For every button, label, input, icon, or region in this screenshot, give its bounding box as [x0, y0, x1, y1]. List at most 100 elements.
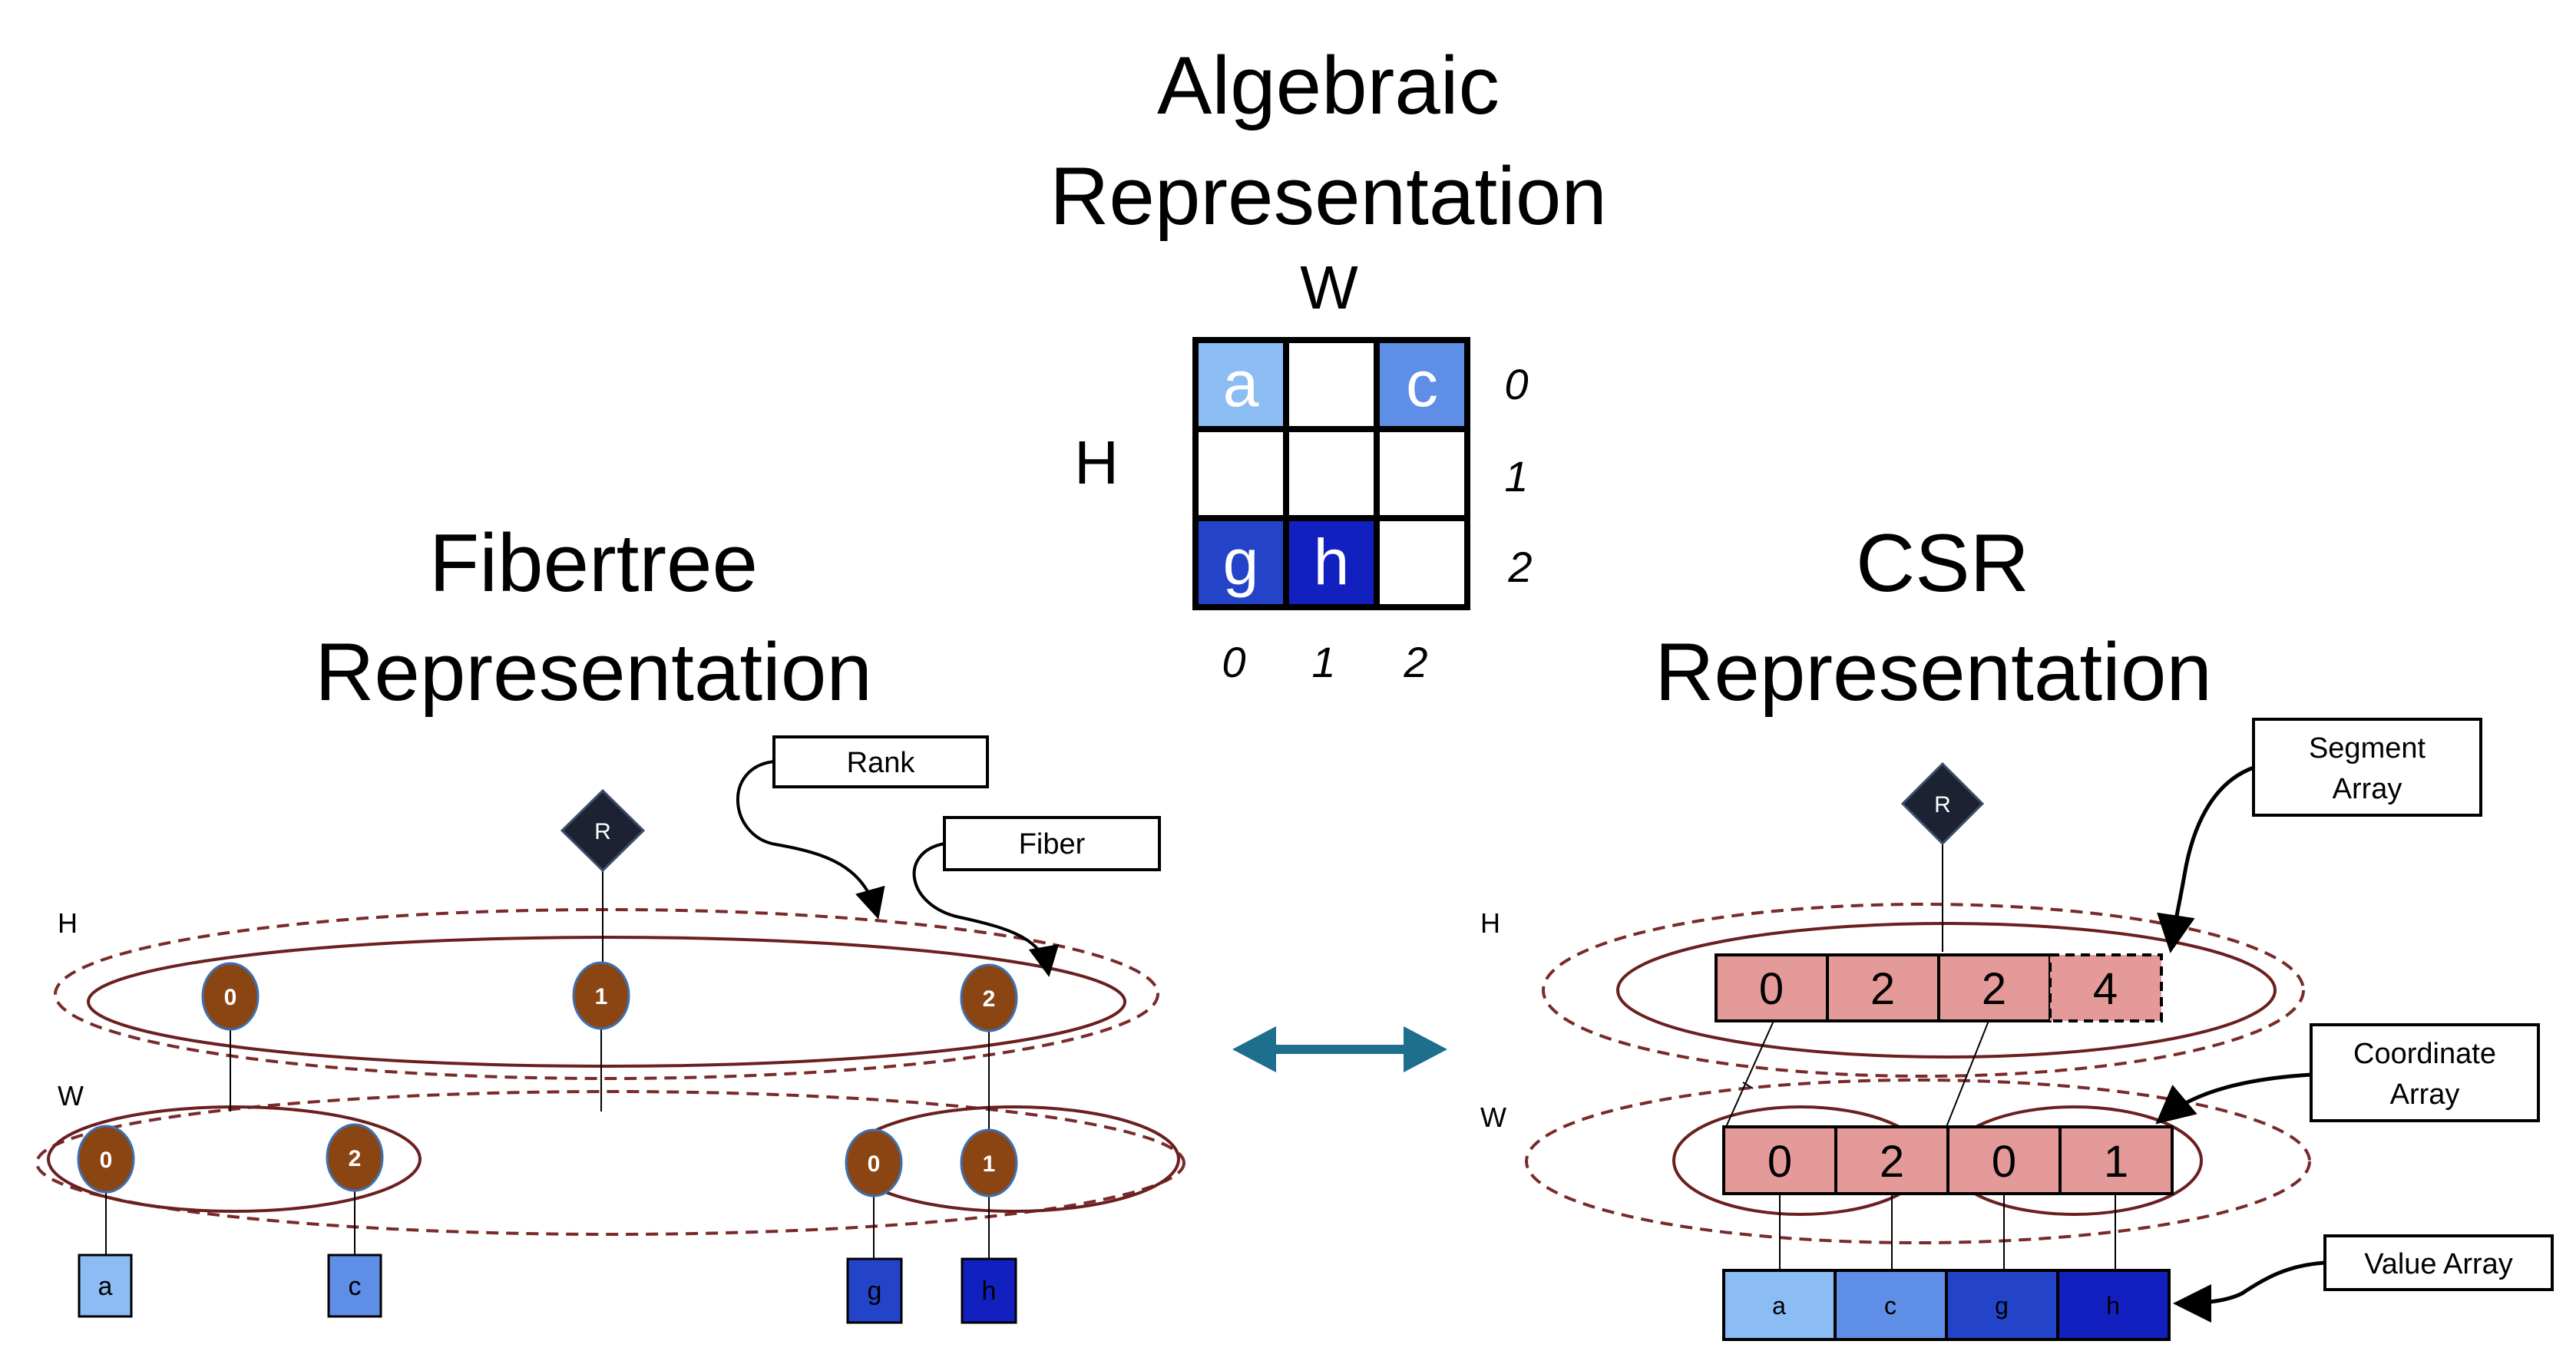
- csr-fiber-h-ring: [1616, 922, 2277, 1059]
- fibertree-w-node: [77, 1125, 135, 1194]
- csr-root-node: [1900, 761, 1985, 846]
- coordinate-callout-arrow: [2155, 1072, 2312, 1125]
- fibertree-leaf-h: [961, 1257, 1017, 1324]
- fibertree-w-coord: 0: [868, 1151, 881, 1177]
- matrix-cell-value: a: [1223, 348, 1259, 420]
- value-array-value: g: [1995, 1292, 2009, 1320]
- rank-callout-arrow: [736, 760, 885, 920]
- segment-array-value: 2: [1870, 964, 1895, 1014]
- csr-callout-segment-line1: Segment: [2309, 732, 2426, 765]
- fibertree-w-coord: 0: [100, 1148, 113, 1173]
- algebraic-title-line2: Representation: [1050, 150, 1607, 242]
- value-array-value: a: [1772, 1292, 1786, 1320]
- fibertree-leaf-label: h: [982, 1277, 997, 1306]
- coordinate-array-value: 0: [1992, 1137, 2016, 1187]
- fibertree-w-node: [845, 1128, 903, 1197]
- csr-callout-segment-line2: Array: [2333, 773, 2402, 805]
- fibertree-title-line1: Fibertree: [429, 517, 758, 609]
- fibertree-leaf-label: c: [349, 1272, 362, 1301]
- fibertree-fiber-w0-ring: [47, 1105, 422, 1213]
- fibertree-w-node: [960, 1128, 1018, 1197]
- fibertree-callout-rank: Rank: [847, 747, 916, 779]
- coordinate-array-cell: [1946, 1125, 2062, 1195]
- matrix-cell: [1283, 426, 1380, 521]
- fibertree-leaf-label: a: [98, 1272, 113, 1301]
- fibertree-fiber-h-ring: [87, 936, 1126, 1068]
- fibertree-w-coord: 2: [349, 1146, 362, 1171]
- coordinate-array-value: 2: [1880, 1137, 1904, 1187]
- csr-rank-h-ring: [1542, 903, 2305, 1078]
- segment-array-cell: [2049, 953, 2163, 1022]
- fibertree-h-node: [572, 961, 630, 1030]
- matrix-col-index: 2: [1403, 638, 1427, 686]
- fibertree-diagram: R H W 0 1 2 0 2 0 1 a c g h Rank Fiber: [35, 735, 1185, 1324]
- csr-callout-coordinate-box: [2310, 1023, 2540, 1122]
- fibertree-root-node: [560, 788, 646, 873]
- csr-title-line1: CSR: [1856, 517, 2029, 609]
- value-array-value: h: [2106, 1292, 2120, 1320]
- fibertree-root-label: R: [594, 819, 611, 844]
- fibertree-leaf-c: [327, 1254, 382, 1318]
- segment-array-value: 2: [1982, 964, 2006, 1014]
- value-callout-arrow: [2173, 1260, 2326, 1323]
- fibertree-callout-fiber: Fiber: [1019, 828, 1086, 860]
- fibertree-h-node: [960, 963, 1018, 1032]
- matrix-cell: [1192, 426, 1289, 521]
- fibertree-callout-fiber-box: [943, 816, 1161, 871]
- fibertree-callout-rank-box: [772, 735, 989, 788]
- csr-rank-w-label: W: [1480, 1102, 1506, 1133]
- coordinate-array-cell: [2058, 1125, 2174, 1195]
- segment-callout-arrow: [2157, 765, 2254, 953]
- csr-root-label: R: [1934, 792, 1951, 818]
- matrix-row-index: 1: [1504, 452, 1528, 500]
- segment-array-cell: [1937, 953, 2052, 1022]
- matrix-cell-value: c: [1406, 348, 1438, 420]
- matrix-cell: [1374, 515, 1470, 610]
- fiber-callout-arrow: [912, 842, 1060, 977]
- matrix-col-index: 1: [1311, 638, 1335, 686]
- fibertree-leaf-label: g: [868, 1277, 882, 1306]
- csr-diagram: R H W 0 2 2 4 0 2 0 1 a c: [1480, 718, 2554, 1341]
- csr-callout-value: Value Array: [2364, 1248, 2513, 1280]
- matrix-row-index: 0: [1504, 360, 1528, 408]
- matrix-col-index: 0: [1222, 638, 1245, 686]
- csr-title-line2: Representation: [1655, 626, 2212, 718]
- matrix-cell-value: g: [1223, 526, 1259, 598]
- value-array-cell-h: [2056, 1269, 2171, 1341]
- fibertree-rank-w-ring: [35, 1090, 1185, 1236]
- equivalence-double-arrow: [1232, 1026, 1447, 1072]
- fibertree-rank-h-label: H: [58, 907, 78, 939]
- segment-link: [1725, 1020, 1774, 1128]
- fibertree-rank-h-ring: [54, 908, 1159, 1080]
- matrix-cell: [1192, 515, 1289, 610]
- fibertree-w-node: [326, 1123, 384, 1192]
- matrix-cell: [1283, 337, 1380, 432]
- csr-rank-h-label: H: [1480, 907, 1500, 939]
- coordinate-array-cell: [1834, 1125, 1949, 1195]
- fibertree-h-coord: 0: [224, 985, 237, 1010]
- segment-link: [1946, 1020, 1989, 1128]
- coordinate-array-value: 1: [2104, 1137, 2128, 1187]
- coordinate-array-value: 0: [1767, 1137, 1792, 1187]
- fibertree-leaf-a: [78, 1254, 133, 1318]
- fibertree-w-coord: 1: [983, 1151, 996, 1177]
- csr-callout-coordinate-line2: Array: [2390, 1078, 2460, 1111]
- fibertree-h-node: [201, 962, 260, 1031]
- algebraic-title-line1: Algebraic: [1157, 39, 1500, 131]
- fibertree-leaf-g: [846, 1257, 903, 1324]
- segment-link: [1742, 1082, 1754, 1089]
- fibertree-h-coord: 2: [983, 986, 996, 1012]
- value-array-cell-c: [1834, 1269, 1948, 1341]
- matrix-row-rank-label: H: [1074, 428, 1119, 497]
- fibertree-title-line2: Representation: [315, 626, 872, 718]
- csr-callout-segment-box: [2252, 718, 2482, 817]
- segment-array-value: 4: [2093, 964, 2118, 1014]
- segment-array-value: 0: [1759, 964, 1784, 1014]
- fibertree-rank-w-label: W: [58, 1080, 84, 1112]
- matrix-cell-value: h: [1314, 526, 1350, 598]
- csr-rank-w-ring: [1525, 1078, 2311, 1244]
- matrix-row-index: 2: [1507, 543, 1532, 591]
